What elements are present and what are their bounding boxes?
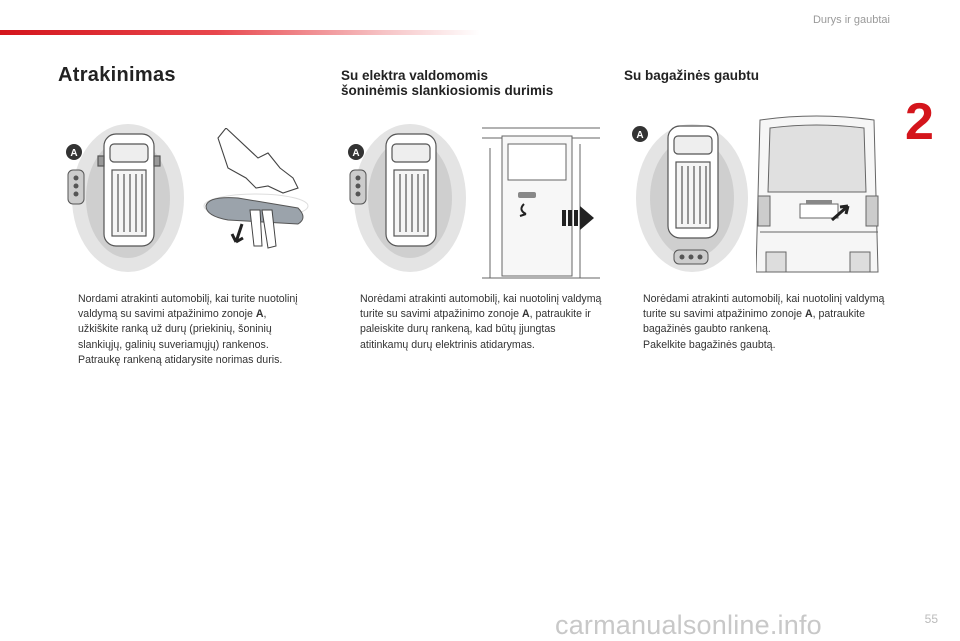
text-part: , užkiškite ranką už durų (priekinių, šo…: [78, 308, 272, 351]
text-part: Patraukę rankeną atidarysite norimas dur…: [78, 353, 283, 366]
detection-zone-illustration-3: A: [632, 124, 748, 272]
slide-direction-arrow-icon: [562, 206, 594, 230]
zone-a-marker: [632, 126, 648, 142]
text-part: , patraukite ir paleiskite durų rankeną,…: [360, 308, 591, 351]
instructions-tailgate: Norėdami atrakinti automobilį, kai nuoto…: [624, 292, 886, 353]
pull-arrow-icon: [230, 223, 244, 244]
text-part: Pakelkite bagažinės gaubtą.: [643, 338, 776, 351]
heading-line-1: Su elektra valdomomis: [341, 68, 489, 83]
instruction-item: Patraukę rankeną atidarysite norimas dur…: [59, 353, 299, 368]
text-part: Nordami atrakinti automobilį, kai turite…: [78, 293, 298, 321]
door-handle: [518, 192, 536, 198]
hand-icon: [217, 128, 299, 194]
instruction-item: Nordami atrakinti automobilį, kai turite…: [59, 292, 299, 353]
zone-ref: A: [255, 308, 264, 321]
zone-a-label: A: [70, 148, 77, 159]
instructions-sliding-doors: Norėdami atrakinti automobilį, kai nuoto…: [341, 292, 603, 353]
remote-key-icon: [349, 169, 367, 205]
remote-key-icon: [673, 249, 709, 265]
instruction-item: Pakelkite bagažinės gaubtą.: [624, 338, 886, 353]
license-plate-area: [799, 203, 839, 219]
text-part: , patraukite bagažinės gaubto rankeną.: [643, 308, 866, 336]
zone-a-marker: [66, 144, 82, 160]
header-accent-bar: [0, 30, 480, 35]
tailgate-handle: [806, 200, 832, 204]
detection-zone-illustration-2: A: [348, 124, 466, 272]
pull-arrow-icon: [519, 203, 527, 217]
instructions-unlocking: Nordami atrakinti automobilį, kai turite…: [59, 292, 299, 368]
instruction-item: Norėdami atrakinti automobilį, kai nuoto…: [624, 292, 886, 338]
detection-zone-illustration-1: A: [66, 124, 184, 272]
zone-ref: A: [521, 308, 530, 321]
remote-key-icon: [67, 169, 85, 205]
instruction-item: Norėdami atrakinti automobilį, kai nuoto…: [341, 292, 603, 353]
sliding-door-illustration: [482, 127, 600, 279]
tailgate-illustration: [756, 115, 879, 273]
van-top-view: [385, 133, 437, 247]
chapter-number: 2: [905, 93, 934, 151]
heading-line-2: šoninėmis slankiosiomis durimis: [341, 83, 554, 98]
watermark: carmanualsonline.info: [555, 610, 822, 640]
hand-handle-illustration: [203, 128, 309, 249]
page-number: 55: [924, 612, 938, 626]
heading-atrakinimas: Atrakinimas: [58, 64, 176, 86]
text-part: Norėdami atrakinti automobilį, kai nuoto…: [360, 293, 602, 321]
zone-ref: A: [804, 308, 813, 321]
lift-arrow-icon: [831, 204, 850, 222]
zone-a-marker: [348, 144, 364, 160]
zone-a-label: A: [636, 130, 643, 141]
van-top-view: [97, 133, 161, 247]
van-top-view: [667, 125, 719, 239]
zone-a-label: A: [352, 148, 359, 159]
section-title: Durys ir gaubtai: [812, 14, 890, 26]
heading-tailgate: Su bagažinės gaubtu: [624, 68, 760, 83]
text-part: Norėdami atrakinti automobilį, kai nuoto…: [643, 293, 885, 321]
